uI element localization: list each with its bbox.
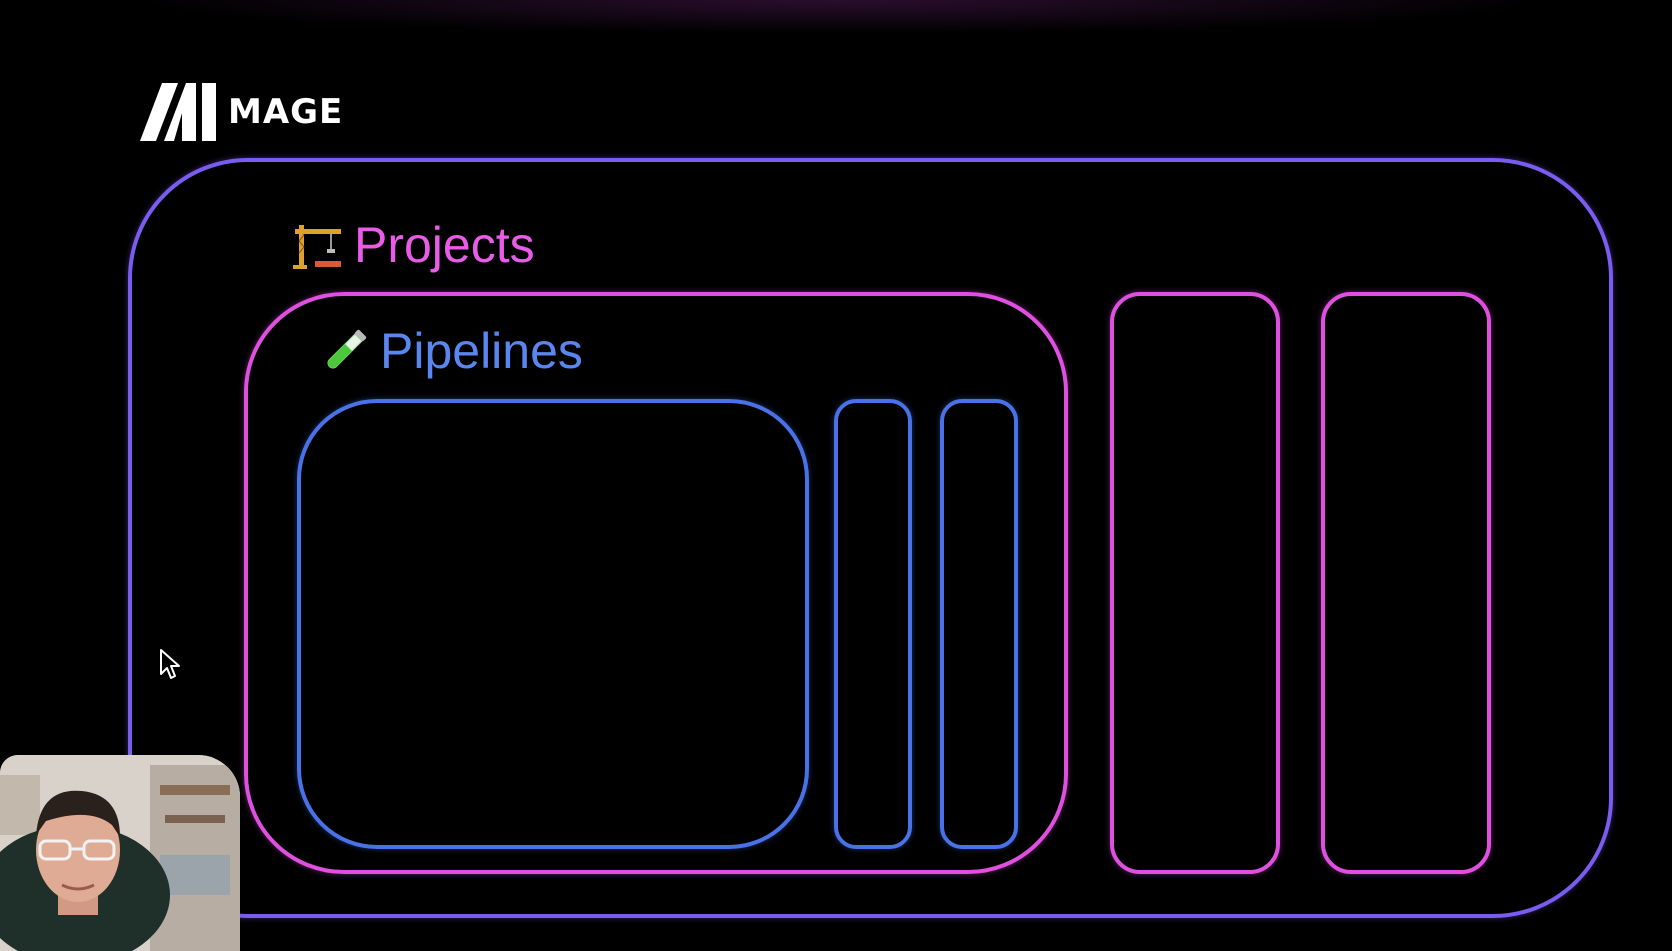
projects-label: Projects <box>292 218 535 272</box>
outer-container <box>128 158 1613 918</box>
pipeline-box-main <box>297 399 809 849</box>
project-box-3 <box>1321 292 1491 874</box>
pipelines-title: Pipelines <box>380 323 583 379</box>
mage-logo-icon <box>140 83 216 141</box>
projects-title: Projects <box>354 217 535 273</box>
pipelines-label: Pipelines <box>318 324 583 378</box>
presenter-webcam <box>0 755 240 951</box>
project-box-2 <box>1110 292 1280 874</box>
top-glow <box>0 0 1672 40</box>
construction-crane-icon <box>292 218 346 272</box>
brand-logo: MAGE <box>140 82 343 142</box>
mouse-pointer-icon <box>159 648 183 687</box>
pipeline-box-3 <box>940 399 1018 849</box>
brand-name: MAGE <box>228 92 344 132</box>
test-tube-icon <box>318 324 372 378</box>
pipeline-box-2 <box>834 399 912 849</box>
project-box-main <box>244 292 1068 874</box>
